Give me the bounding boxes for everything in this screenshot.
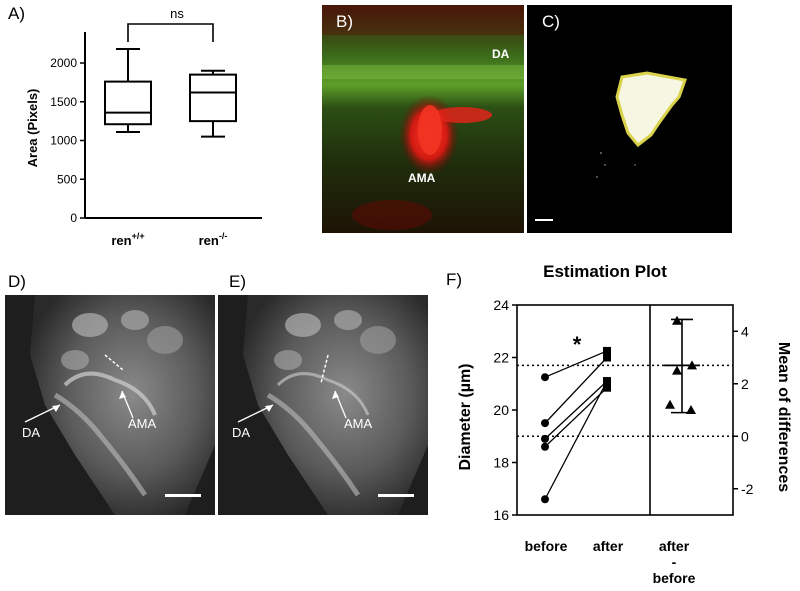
difference-point xyxy=(672,315,682,325)
pair-line xyxy=(544,380,608,440)
box-iqr xyxy=(189,73,237,123)
x-category-ren-ko: ren-/- xyxy=(199,231,228,248)
after-point xyxy=(603,353,611,362)
significance-label: ns xyxy=(170,6,184,21)
panel-f-label: F) xyxy=(446,270,463,289)
after-point xyxy=(603,377,611,386)
pair-line xyxy=(544,350,608,378)
y-tick-label-right: 0 xyxy=(741,428,749,444)
before-point xyxy=(541,419,549,428)
significance-bracket xyxy=(127,23,214,42)
before-point xyxy=(541,434,549,443)
difference-point xyxy=(665,399,675,409)
y-tick-label-right: 2 xyxy=(741,376,749,392)
y-tick-label-right: 4 xyxy=(741,323,749,339)
before-point xyxy=(541,373,549,382)
label-da-b: DA xyxy=(492,47,510,61)
difference-point xyxy=(672,365,682,375)
plot-frame xyxy=(516,304,734,516)
thresholded-image-c xyxy=(527,5,732,233)
y-tick-label: 0 xyxy=(70,211,77,225)
panel-e-label: E) xyxy=(229,272,246,291)
data-marks xyxy=(541,315,700,504)
label-da-e: DA xyxy=(232,425,251,440)
y-axis: 0 500 1000 1500 2000 xyxy=(50,32,262,225)
sig-bracket-line xyxy=(127,23,214,42)
x-category-before: before xyxy=(525,538,568,554)
panel-d-label: D) xyxy=(8,272,26,291)
panel-c-label: C) xyxy=(542,12,560,31)
before-point xyxy=(541,442,549,451)
after-point xyxy=(603,383,611,392)
fluorescence-image-b xyxy=(322,5,524,233)
label-ama-d: AMA xyxy=(128,416,157,431)
y-tick-label: 500 xyxy=(57,172,77,186)
panel-a-label: A) xyxy=(8,4,25,23)
label-da-d: DA xyxy=(22,425,41,440)
y-tick-label-left: 24 xyxy=(493,297,509,313)
y-tick-label: 1500 xyxy=(50,95,77,109)
before-point xyxy=(541,495,549,504)
significance-star: * xyxy=(573,332,582,357)
after-point xyxy=(603,346,611,355)
microscopy-image-e xyxy=(218,295,428,515)
label-ama-e: AMA xyxy=(344,416,373,431)
y-axis-label-left: Diameter (µm) xyxy=(457,363,474,470)
x-category-ren-wt: ren+/+ xyxy=(111,231,144,248)
y-tick-label-left: 22 xyxy=(493,350,509,366)
pair-line xyxy=(544,387,608,448)
y-tick-label: 2000 xyxy=(50,56,77,70)
y-tick-label-right: -2 xyxy=(741,481,754,497)
pair-line xyxy=(544,357,608,424)
pair-line xyxy=(544,380,608,500)
x-category-after: after xyxy=(593,538,624,554)
y-tick-label-left: 18 xyxy=(493,455,509,471)
estimation-plot: Estimation Plot Diameter (µm) Mean of di… xyxy=(457,262,792,586)
box-iqr xyxy=(104,80,152,126)
panel-b-label: B) xyxy=(336,12,353,31)
box-group xyxy=(104,48,237,138)
microscopy-image-d xyxy=(5,295,215,515)
x-category-diff-line2: - xyxy=(672,554,677,570)
label-ama-b: AMA xyxy=(408,171,436,185)
x-category-diff-line1: after xyxy=(659,538,690,554)
chart-title: Estimation Plot xyxy=(543,262,667,281)
difference-point xyxy=(686,405,696,414)
y-tick-label-left: 20 xyxy=(493,402,509,418)
x-category-diff-line3: before xyxy=(653,570,696,586)
y-tick-label: 1000 xyxy=(50,134,77,148)
box-plot-area: Area (Pixels) 0 500 1000 1500 2000 ns ren+/+… xyxy=(25,6,262,248)
y-tick-label-left: 16 xyxy=(493,507,509,523)
y-axis-label-right: Mean of differences xyxy=(775,342,792,492)
y-axis-label: Area (Pixels) xyxy=(25,89,40,168)
